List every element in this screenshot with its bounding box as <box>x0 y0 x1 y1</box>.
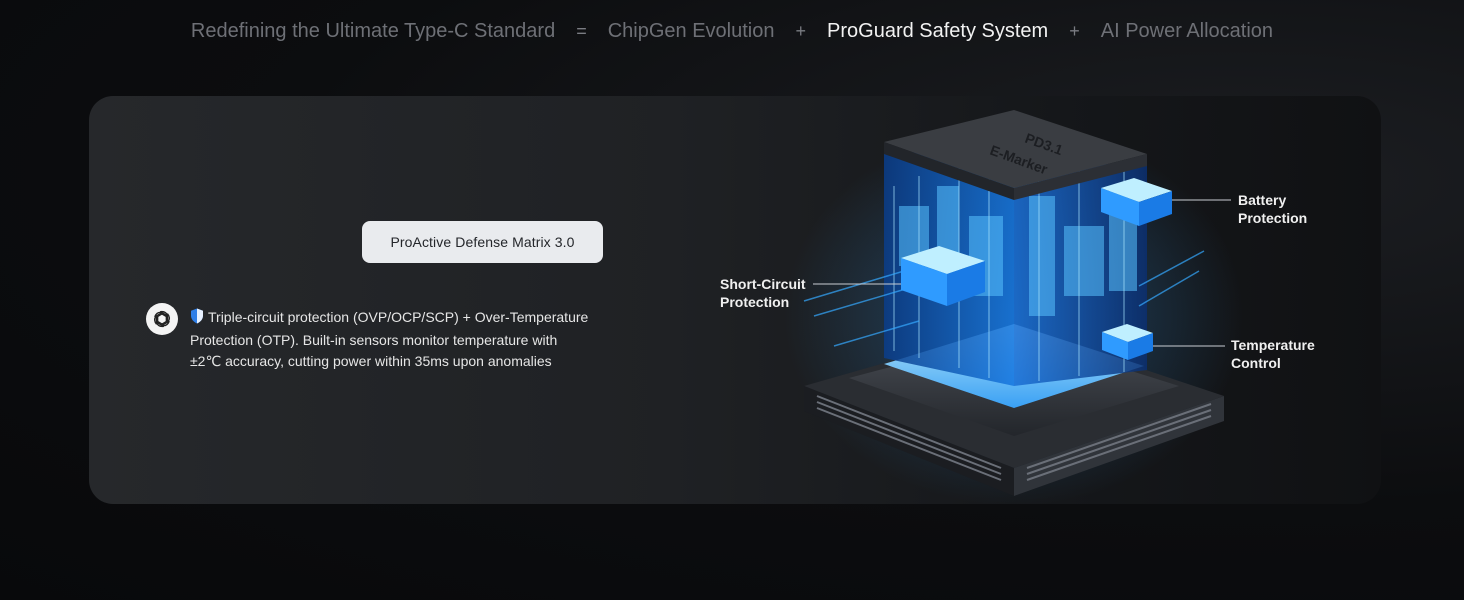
temperature-module <box>1102 324 1153 360</box>
callout-battery-line2: Protection <box>1238 210 1308 226</box>
callout-temperature-line2: Control <box>1231 355 1281 371</box>
callout-short-circuit-line2: Protection <box>720 294 790 310</box>
callout-battery-line1: Battery <box>1238 192 1287 208</box>
callout-temperature-line1: Temperature <box>1231 337 1315 353</box>
feature-line-1: Triple-circuit protection (OVP/OCP/SCP) … <box>190 307 610 330</box>
nav-item-ai-power-allocation[interactable]: AI Power Allocation <box>1100 19 1274 42</box>
battery-module <box>1101 178 1172 226</box>
shield-icon <box>190 308 204 330</box>
chip-illustration: PD3.1 E-Marker <box>784 110 1244 504</box>
defense-matrix-pill: ProActive Defense Matrix 3.0 <box>362 221 603 263</box>
nav-item-chipgen-evolution[interactable]: ChipGen Evolution <box>607 19 775 42</box>
feature-card: ProActive Defense Matrix 3.0 Triple-circ… <box>89 96 1381 504</box>
feature-line-1-text: Triple-circuit protection (OVP/OCP/SCP) … <box>208 309 589 325</box>
nav-item-proguard-safety[interactable]: ProGuard Safety System <box>827 19 1049 42</box>
feature-line-2: Protection (OTP). Built-in sensors monit… <box>190 332 558 348</box>
e-marker-chip: PD3.1 E-Marker <box>884 110 1147 200</box>
nav-separator-plus: + <box>1069 20 1080 41</box>
callout-short-circuit: Short-Circuit Protection <box>720 275 806 311</box>
feature-text: Triple-circuit protection (OVP/OCP/SCP) … <box>190 307 610 372</box>
nav-item-type-c-standard[interactable]: Redefining the Ultimate Type-C Standard <box>190 19 556 42</box>
nav-separator-equals: = <box>576 20 587 41</box>
feature-line-3: ±2℃ accuracy, cutting power within 35ms … <box>190 353 552 369</box>
openai-logo-icon <box>146 303 178 335</box>
top-navigation: Redefining the Ultimate Type-C Standard … <box>0 16 1464 46</box>
callout-battery: Battery Protection <box>1238 191 1307 227</box>
callout-temperature: Temperature Control <box>1231 336 1315 372</box>
nav-separator-plus: + <box>795 20 807 41</box>
callout-short-circuit-line1: Short-Circuit <box>720 276 806 292</box>
short-circuit-module <box>901 246 985 306</box>
